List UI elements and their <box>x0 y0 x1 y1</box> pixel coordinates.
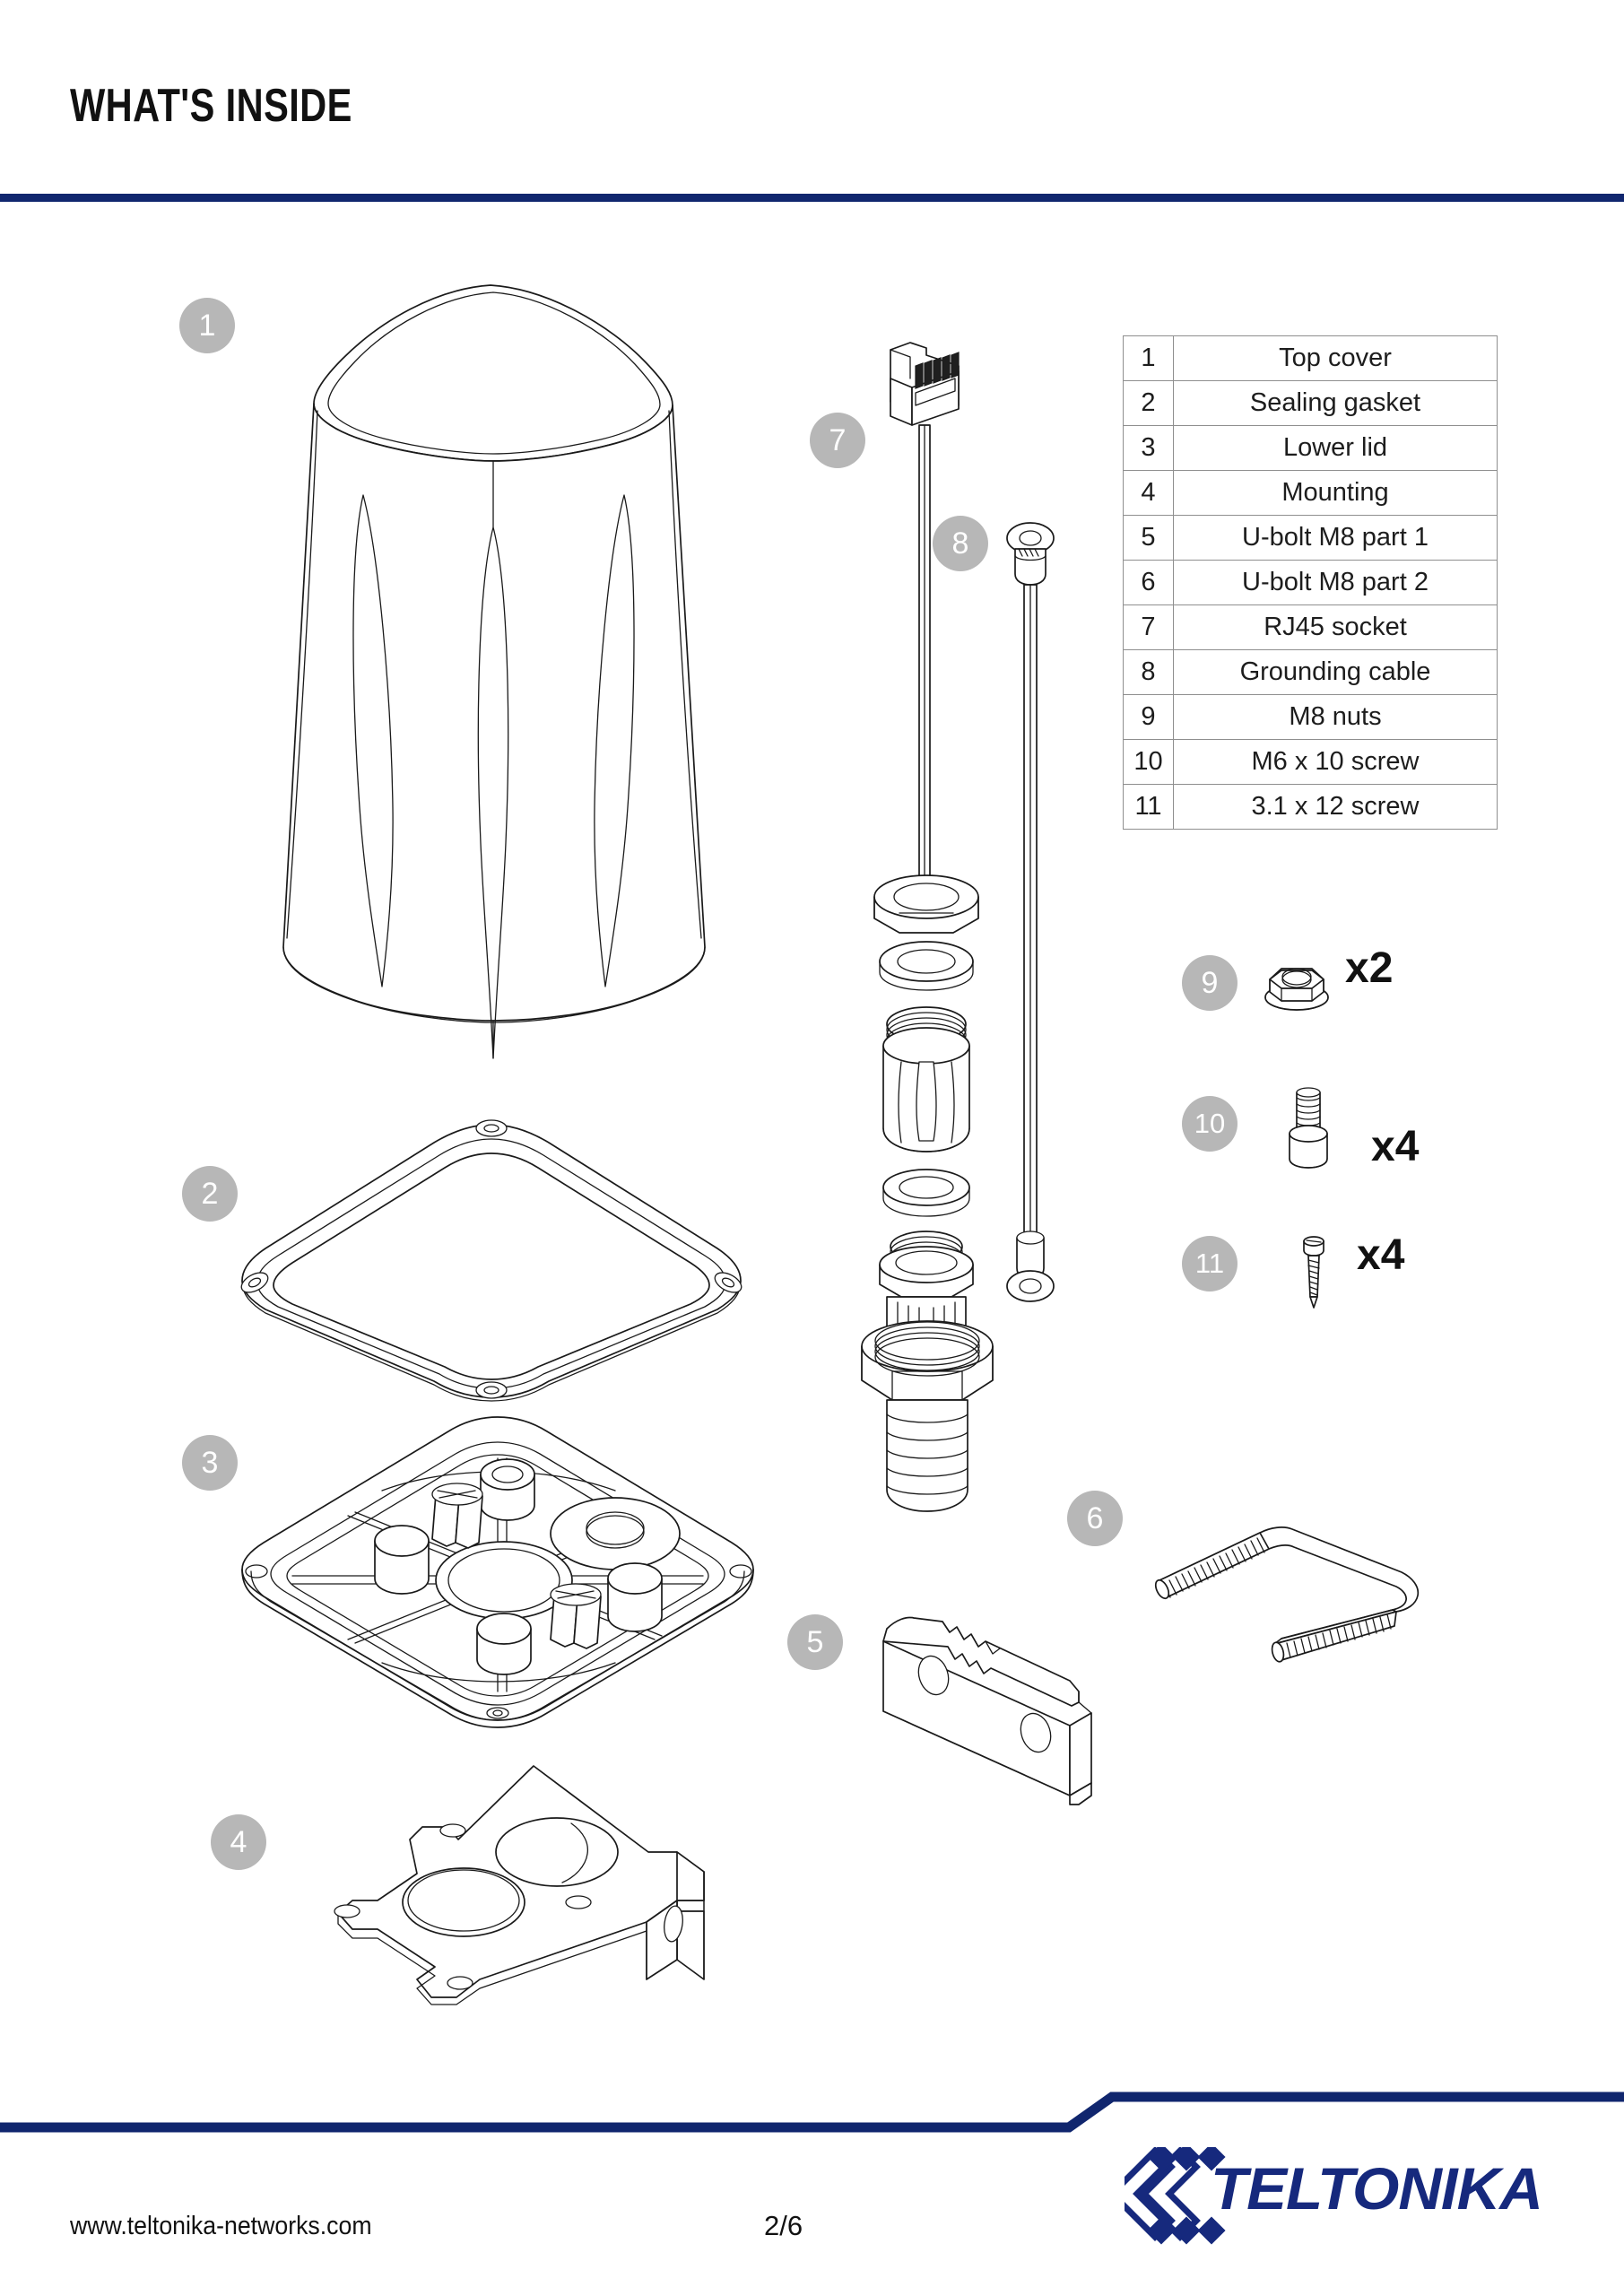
part-label: Lower lid <box>1173 425 1498 471</box>
quantity-label-9: x2 <box>1345 944 1394 992</box>
callout-badge-1: 1 <box>179 298 235 353</box>
footer-page-number: 2/6 <box>764 2210 803 2241</box>
table-row: 5 U-bolt M8 part 1 <box>1123 515 1498 561</box>
quantity-label-10: x4 <box>1371 1123 1420 1170</box>
table-row: 11 3.1 x 12 screw <box>1123 784 1498 830</box>
illustration-top-cover <box>224 269 780 1094</box>
illustration-m8-nut <box>1263 949 1331 1017</box>
part-number: 3 <box>1123 425 1174 471</box>
quantity-label-11: x4 <box>1357 1231 1405 1279</box>
part-number: 1 <box>1123 335 1174 381</box>
illustration-mounting <box>256 1753 740 2013</box>
illustration-lower-lid <box>224 1408 780 1767</box>
part-label: Top cover <box>1173 335 1498 381</box>
part-number: 9 <box>1123 694 1174 740</box>
parts-table: 1 Top cover 2 Sealing gasket 3 Lower lid… <box>1123 335 1498 830</box>
part-number: 4 <box>1123 470 1174 516</box>
callout-badge-3: 3 <box>182 1435 238 1491</box>
part-label: M6 x 10 screw <box>1173 739 1498 785</box>
callout-badge-7: 7 <box>810 413 865 468</box>
callout-badge-6: 6 <box>1067 1491 1123 1546</box>
part-label: Mounting <box>1173 470 1498 516</box>
teltonika-wordmark: TELTONIKA <box>1211 2155 1543 2222</box>
part-label: U-bolt M8 part 1 <box>1173 515 1498 561</box>
illustration-ubolt-part1 <box>856 1605 1107 1812</box>
table-row: 3 Lower lid <box>1123 425 1498 471</box>
part-label: U-bolt M8 part 2 <box>1173 560 1498 605</box>
table-row: 7 RJ45 socket <box>1123 604 1498 650</box>
callout-badge-10: 10 <box>1182 1096 1238 1152</box>
table-row: 6 U-bolt M8 part 2 <box>1123 560 1498 605</box>
part-label: RJ45 socket <box>1173 604 1498 650</box>
table-row: 10 M6 x 10 screw <box>1123 739 1498 785</box>
part-number: 6 <box>1123 560 1174 605</box>
table-row: 1 Top cover <box>1123 335 1498 381</box>
callout-badge-9: 9 <box>1182 955 1238 1011</box>
illustration-sealing-gasket <box>215 1112 771 1408</box>
part-label: Sealing gasket <box>1173 380 1498 426</box>
illustration-rj45-gland-nut <box>847 1305 1027 1520</box>
footer-divider <box>0 2086 1624 2140</box>
illustration-rj45-socket <box>856 339 1018 1460</box>
illustration-3-1x12-screw <box>1299 1236 1328 1311</box>
page-title: WHAT'S INSIDE <box>70 80 352 132</box>
part-number: 5 <box>1123 515 1174 561</box>
part-label: 3.1 x 12 screw <box>1173 784 1498 830</box>
table-row: 8 Grounding cable <box>1123 649 1498 695</box>
part-label: Grounding cable <box>1173 649 1498 695</box>
part-number: 8 <box>1123 649 1174 695</box>
callout-badge-11: 11 <box>1182 1236 1238 1292</box>
part-number: 7 <box>1123 604 1174 650</box>
table-row: 9 M8 nuts <box>1123 694 1498 740</box>
illustration-grounding-cable <box>995 518 1067 1308</box>
table-row: 4 Mounting <box>1123 470 1498 516</box>
part-number: 11 <box>1123 784 1174 830</box>
illustration-ubolt-part2 <box>1116 1475 1457 1682</box>
footer-website-url[interactable]: www.teltonika-networks.com <box>70 2212 372 2240</box>
part-number: 10 <box>1123 739 1174 785</box>
callout-badge-8: 8 <box>933 516 988 571</box>
callout-badge-4: 4 <box>211 1814 266 1870</box>
part-label: M8 nuts <box>1173 694 1498 740</box>
part-number: 2 <box>1123 380 1174 426</box>
header-divider <box>0 194 1624 202</box>
table-row: 2 Sealing gasket <box>1123 380 1498 426</box>
callout-badge-2: 2 <box>182 1166 238 1222</box>
illustration-m6x10-screw <box>1282 1083 1334 1173</box>
callout-badge-5: 5 <box>787 1614 843 1670</box>
teltonika-logo: TELTONIKA <box>1125 2147 1550 2248</box>
